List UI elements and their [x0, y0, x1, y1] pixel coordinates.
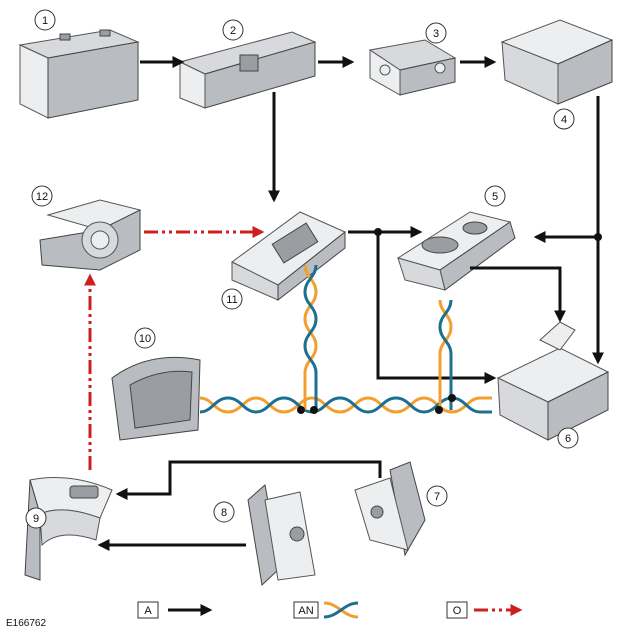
component-steering-switch [24, 477, 113, 581]
callout-1: 1 [34, 9, 56, 31]
reference-code: E166762 [6, 618, 46, 629]
callout-8: 8 [213, 501, 235, 523]
svg-text:O: O [453, 605, 462, 617]
component-switch-left [247, 484, 316, 587]
component-control-box [500, 19, 614, 105]
callout-7: 7 [426, 485, 448, 507]
component-body-controller [231, 211, 346, 302]
connection-arrows [97, 56, 604, 551]
callout-4: 4 [553, 108, 575, 130]
component-speaker-module [396, 211, 516, 291]
callout-5: 5 [484, 185, 506, 207]
callout-11: 11 [221, 288, 243, 310]
svg-text:4: 4 [561, 114, 567, 126]
component-switch-right [354, 461, 426, 557]
component-instrument-cluster [111, 356, 201, 441]
svg-text:AN: AN [298, 605, 313, 617]
callout-10: 10 [134, 327, 156, 349]
svg-text:9: 9 [33, 513, 39, 525]
svg-text:2: 2 [230, 25, 236, 37]
svg-text:6: 6 [565, 433, 571, 445]
component-clockspring [39, 199, 142, 271]
legend-arrow: A [137, 601, 213, 619]
legend-dashed: O [446, 601, 523, 619]
component-power-module [178, 31, 317, 109]
red-dashed-links [84, 226, 265, 470]
callout-2: 2 [222, 19, 244, 41]
twisted-pair-bus [199, 264, 492, 414]
svg-text:A: A [144, 605, 152, 617]
component-connector-block [368, 39, 457, 96]
svg-text:8: 8 [221, 507, 227, 519]
callout-9: 9 [25, 507, 47, 529]
callout-6: 6 [557, 427, 579, 449]
legend-bus: AN [293, 601, 359, 619]
component-battery [18, 29, 140, 119]
legend: A AN O [137, 601, 523, 619]
callout-3: 3 [425, 22, 447, 44]
svg-text:3: 3 [433, 28, 439, 40]
callout-12: 12 [31, 185, 53, 207]
svg-text:7: 7 [434, 491, 440, 503]
svg-text:12: 12 [36, 191, 48, 203]
svg-text:1: 1 [42, 15, 48, 27]
svg-text:5: 5 [492, 191, 498, 203]
component-junction-unit [496, 321, 610, 441]
svg-text:10: 10 [139, 333, 151, 345]
svg-text:11: 11 [226, 294, 237, 306]
